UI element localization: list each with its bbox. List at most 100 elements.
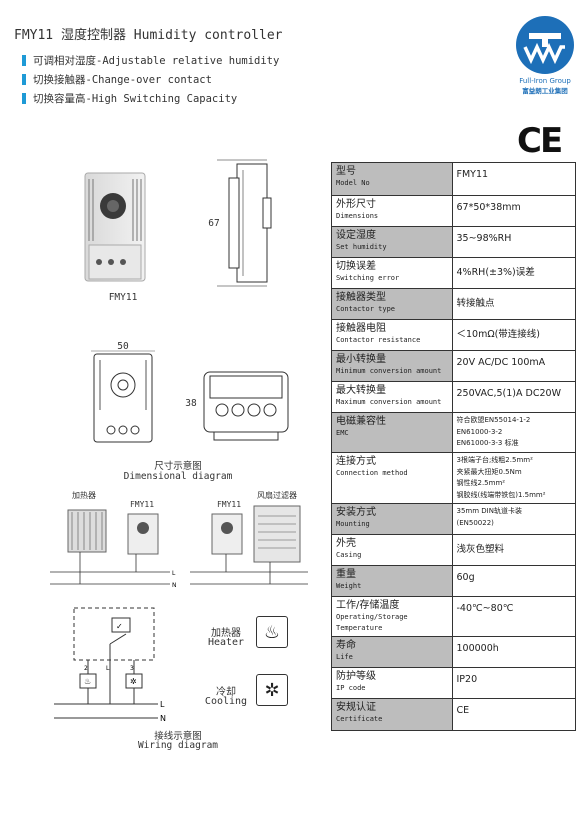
- spec-value-line: EN61000-3-3 标准: [456, 439, 519, 447]
- svg-text:L: L: [106, 665, 110, 672]
- connection-diagram: L N: [40, 500, 310, 600]
- spec-key-en: Mounting: [336, 520, 370, 528]
- spec-key-en: Switching error: [336, 274, 400, 282]
- logo-text-cn: 富益朗工业集团: [522, 87, 568, 95]
- dimension-width-label: 50: [117, 341, 129, 352]
- feature-text: 切换接触器-Change-over contact: [33, 74, 212, 86]
- spec-value-line: IP20: [456, 674, 478, 685]
- product-photo: [81, 171, 148, 283]
- dimension-caption-en: Dimensional diagram: [123, 471, 233, 482]
- spec-key-en: Life: [336, 653, 353, 661]
- spec-value-line: ＜10mΩ(带连接线): [456, 329, 541, 340]
- ce-mark: CE: [517, 121, 563, 161]
- spec-value-line: 67*50*38mm: [456, 202, 521, 213]
- spec-key-en: Connection method: [336, 469, 408, 477]
- spec-key-en: IP code: [336, 684, 366, 692]
- spec-key-cn: 设定湿度: [336, 230, 376, 241]
- svg-text:♨: ♨: [84, 677, 91, 686]
- spec-key-cell: 切换误差 Switching error: [331, 257, 453, 289]
- feature-text: 切换容量高-High Switching Capacity: [33, 93, 238, 105]
- fmy11-label-1: FMY11: [129, 500, 155, 509]
- side-view-drawing: [207, 158, 275, 290]
- spec-value-cell: 250VAC,5(1)A DC20W: [451, 381, 576, 413]
- spec-key-en: Maximum conversion amount: [336, 398, 442, 406]
- bullet-marker: [22, 55, 26, 66]
- svg-text:✲: ✲: [130, 677, 137, 686]
- spec-value-cell: 100000h: [451, 636, 576, 668]
- bottom-view-drawing: [200, 368, 292, 444]
- fan-icon: ✲: [256, 674, 288, 706]
- bullet-marker: [22, 74, 26, 85]
- heater-cn-label: 加热器: [211, 628, 241, 639]
- spec-key-cn: 最小转换量: [336, 354, 386, 365]
- feature-list: 可调相对湿度-Adjustable relative humidity 切换接触…: [22, 51, 279, 108]
- svg-text:N: N: [160, 714, 166, 723]
- svg-text:N: N: [172, 582, 177, 589]
- heater-label: 加热器: [72, 491, 96, 500]
- spec-value-cell: ＜10mΩ(带连接线): [451, 319, 576, 351]
- svg-text:L: L: [172, 570, 176, 577]
- svg-text:✓: ✓: [116, 622, 123, 631]
- fan-filter-label: 风扇过滤器: [257, 491, 297, 500]
- spec-key-cn: 连接方式: [336, 456, 376, 467]
- spec-key-cn: 接触器类型: [336, 292, 386, 303]
- spec-value-line: 4%RH(±3%)误差: [456, 267, 535, 278]
- front-dimension-drawing: [90, 350, 156, 446]
- spec-value-cell: 4%RH(±3%)误差: [451, 257, 576, 289]
- spec-key-cn: 电磁兼容性: [336, 416, 386, 427]
- spec-value-cell: CE: [451, 698, 576, 731]
- spec-key-cn: 切换误差: [336, 261, 376, 272]
- spec-value-line: 钢性线2.5mm²: [456, 479, 506, 487]
- spec-value-line: 钢胶线(线端带铁包)1.5mm²: [456, 490, 546, 499]
- spec-key-en: Contactor resistance: [336, 336, 421, 344]
- cooling-cn-label: 冷却: [216, 687, 236, 698]
- spec-key-cell: 最小转换量 Minimum conversion amount: [331, 350, 453, 382]
- svg-text:2: 2: [84, 665, 88, 672]
- spec-value-line: 夹紧最大扭矩0.5Nm: [456, 467, 522, 476]
- heater-en-label: Heater: [207, 637, 245, 648]
- spec-key-en: EMC: [336, 429, 349, 437]
- spec-value-cell: IP20: [451, 667, 576, 699]
- spec-value-cell: 35mm DIN轨道卡装(EN50022): [451, 503, 576, 535]
- spec-row: 安装方式 Mounting 35mm DIN轨道卡装(EN50022): [331, 503, 576, 535]
- spec-key-cn: 安装方式: [336, 507, 376, 518]
- company-logo: Full-Iron Group 富益朗工业集团: [509, 16, 581, 95]
- spec-key-cell: 连接方式 Connection method: [331, 452, 453, 504]
- spec-value-line: EN61000-3-2: [456, 427, 503, 436]
- spec-value-cell: 35~98%RH: [451, 226, 576, 258]
- spec-value-cell: 60g: [451, 565, 576, 597]
- spec-value-line: 250VAC,5(1)A DC20W: [456, 388, 561, 399]
- spec-value-line: FMY11: [456, 169, 489, 180]
- spec-key-cn: 外形尺寸: [336, 199, 376, 210]
- spec-value-line: 20V AC/DC 100mA: [456, 357, 546, 368]
- page-title: FMY11 湿度控制器 Humidity controller: [14, 28, 283, 43]
- spec-key-cn: 重量: [336, 569, 356, 580]
- wiring-schematic: ✓ ♨ ✲ 2 L 3 L N: [48, 604, 168, 734]
- spec-key-en: Casing: [336, 551, 362, 559]
- spec-key-cn: 安规认证: [336, 702, 376, 713]
- dimension-caption-cn: 尺寸示意图: [154, 461, 202, 472]
- spec-value-line: 符合欧盟EN55014-1-2: [456, 416, 531, 424]
- feature-text: 可调相对湿度-Adjustable relative humidity: [33, 55, 280, 67]
- spec-value-line: 60g: [456, 572, 475, 583]
- spec-key-en: Minimum conversion amount: [336, 367, 442, 375]
- spec-value-line: -40℃~80℃: [456, 603, 514, 614]
- dimension-depth-label: 38: [185, 398, 197, 409]
- bullet-marker: [22, 93, 26, 104]
- heater-icon: ♨: [256, 616, 288, 648]
- spec-key-cn: 工作/存储温度: [336, 600, 400, 611]
